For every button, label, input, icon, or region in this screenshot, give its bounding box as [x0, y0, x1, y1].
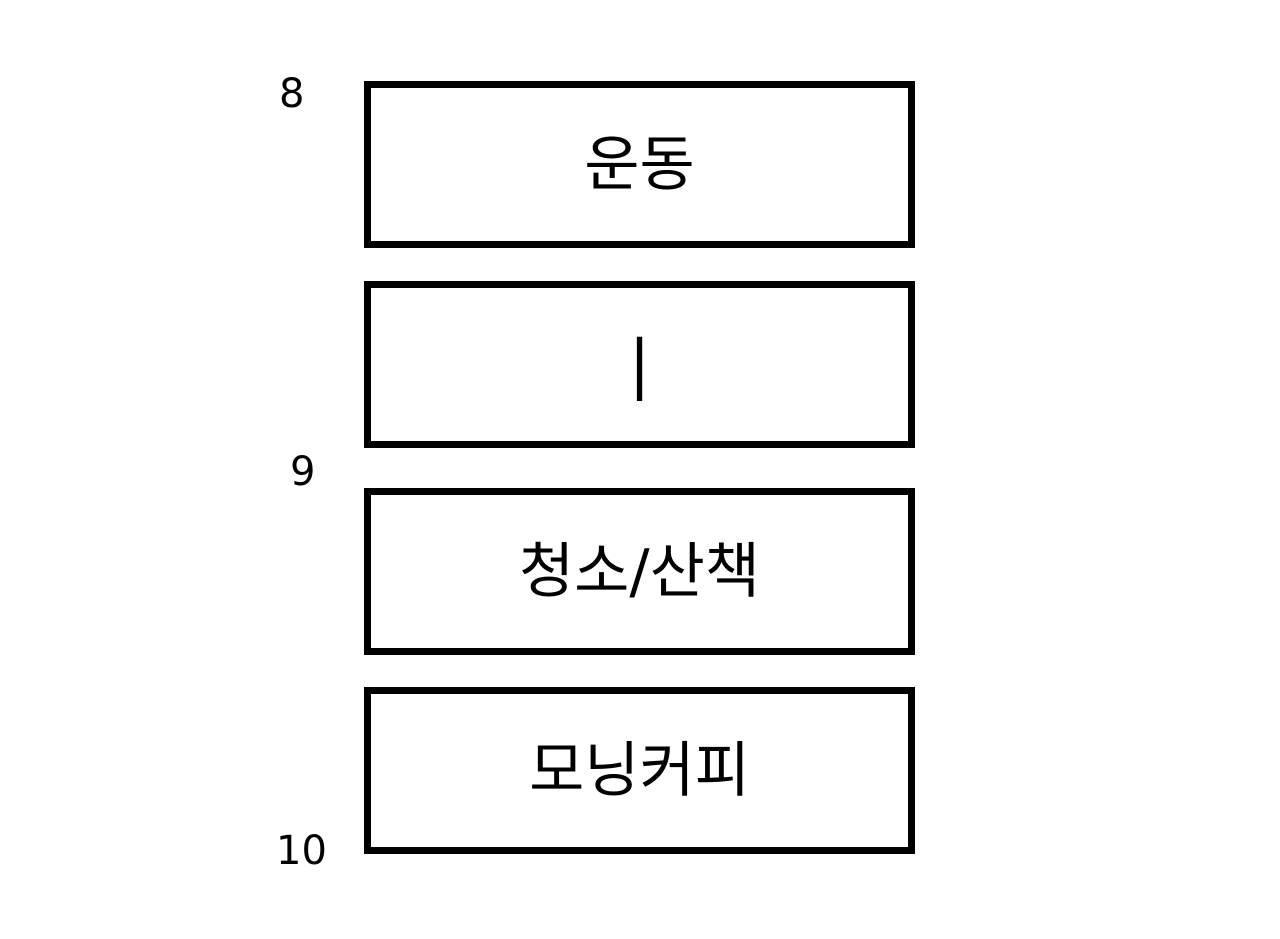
schedule-block-label: | — [628, 327, 651, 402]
time-label-9: 9 — [290, 449, 316, 495]
schedule-block-label: 청소/산책 — [518, 536, 760, 607]
schedule-block-label: 모닝커피 — [529, 735, 750, 806]
time-label-8: 8 — [279, 71, 305, 117]
schedule-block-cleaning-walk: 청소/산책 — [364, 488, 915, 655]
schedule-block-continuation: | — [364, 281, 915, 448]
schedule-block-exercise: 운동 — [364, 81, 915, 248]
schedule-block-morning-coffee: 모닝커피 — [364, 687, 915, 854]
schedule-block-label: 운동 — [584, 129, 695, 200]
time-label-10: 10 — [276, 828, 327, 874]
